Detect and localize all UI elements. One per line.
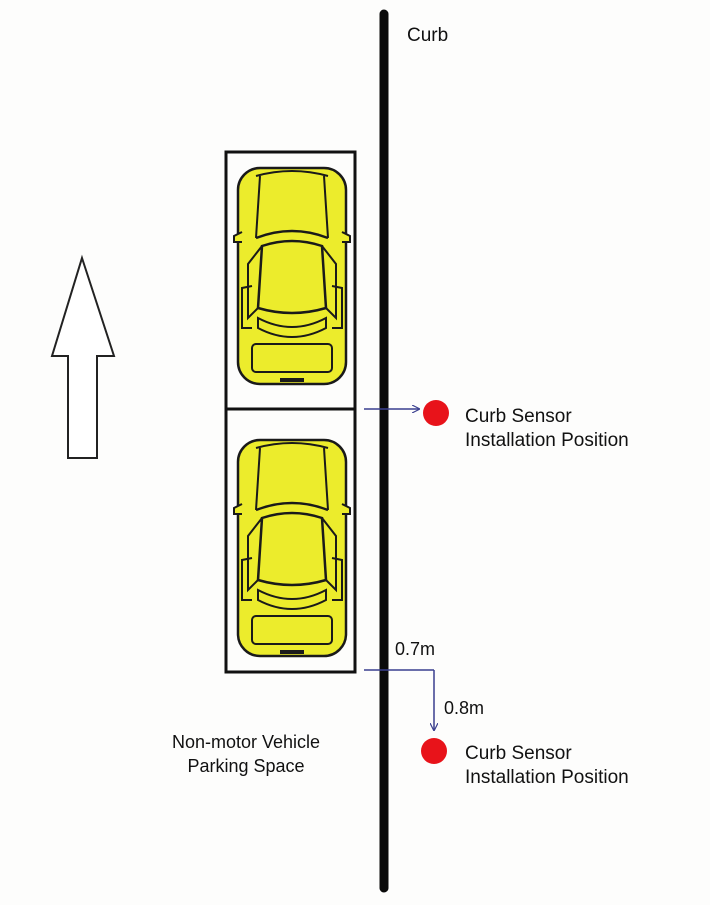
distance-horizontal-label: 0.7m bbox=[395, 639, 436, 659]
sensor-1-label: Curb Sensor Installation Position bbox=[465, 405, 629, 453]
parking-space-lower bbox=[224, 407, 357, 674]
direction-arrow-icon bbox=[50, 254, 116, 459]
parking-space-label: Non-motor Vehicle Parking Space bbox=[172, 730, 320, 778]
sensor-1-label-line-1: Curb Sensor bbox=[465, 406, 572, 427]
sensor-1-label-line-2: Installation Position bbox=[465, 430, 629, 451]
sensor-2-label-line-2: Installation Position bbox=[465, 767, 629, 788]
parking-space-label-line-1: Non-motor Vehicle bbox=[172, 732, 321, 752]
car-icon bbox=[232, 438, 352, 658]
curb-label: Curb bbox=[407, 25, 449, 46]
distance-vertical-label: 0.8m bbox=[444, 698, 485, 718]
sensor-marker-icon bbox=[423, 400, 449, 426]
sensor-marker-icon bbox=[421, 738, 447, 764]
car-icon bbox=[232, 166, 352, 386]
sensor-2-label-line-1: Curb Sensor bbox=[465, 743, 572, 764]
sensor-2-label: Curb Sensor Installation Position bbox=[465, 742, 629, 790]
parking-space-label-line-2: Parking Space bbox=[187, 756, 305, 776]
